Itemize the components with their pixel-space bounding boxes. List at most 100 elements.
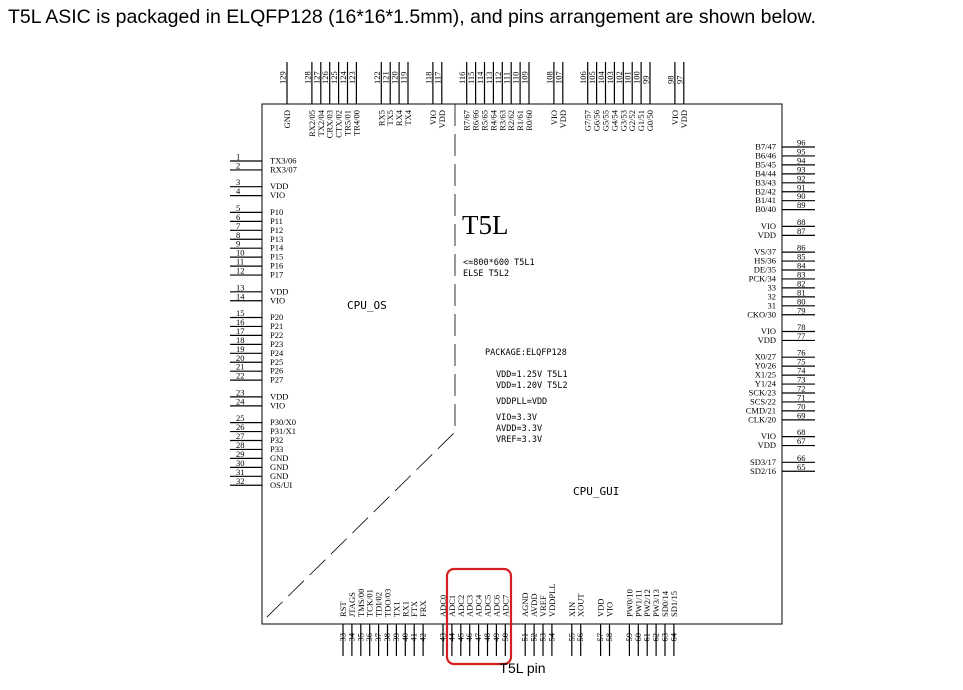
page-headline: T5L ASIC is packaged in ELQFP128 (16*16*…	[8, 6, 816, 28]
pin-label: TR4/00	[351, 110, 361, 136]
pin-label: RX3/07	[270, 164, 297, 174]
spec-avdd: AVDD=3.3V	[496, 424, 542, 434]
pin-number: 127	[311, 71, 321, 84]
pin-number: 12	[236, 266, 245, 276]
pin-label: RST	[338, 601, 348, 617]
pin-number: 100	[632, 71, 642, 84]
pin-label: VDD	[437, 110, 447, 128]
pin-label: 33	[768, 282, 777, 292]
pin-label: CMD/21	[746, 405, 776, 415]
pin-label: P15	[270, 252, 283, 262]
pin-number: 56	[575, 633, 585, 642]
cpu-os-label: CPU_OS	[347, 299, 387, 312]
pin-label: RX1	[400, 601, 410, 617]
pin-label: PCK/34	[749, 273, 777, 283]
pin-label: P33	[270, 444, 283, 454]
pin-label: GND	[270, 453, 288, 463]
pin-number: 48	[482, 633, 492, 642]
pin-number: 33	[338, 633, 348, 642]
pin-label: VDD	[270, 391, 288, 401]
pin-number: 63	[660, 633, 670, 642]
pin-number: 128	[302, 71, 312, 84]
pin-label: CTX/02	[334, 110, 344, 138]
pin-number: 129	[278, 71, 288, 84]
pin-label: VS/37	[754, 247, 776, 257]
pin-label: FRX	[418, 600, 428, 617]
pin-label: P22	[270, 330, 283, 340]
pin-label: VIO	[605, 602, 615, 617]
pin-number: 93	[797, 164, 806, 174]
pin-number: 32	[236, 476, 245, 486]
pin-number: 94	[797, 155, 806, 165]
pin-number: 102	[614, 71, 624, 84]
pin-label: DE/35	[754, 265, 776, 275]
pin-number: 20	[236, 353, 245, 363]
pin-number: 31	[236, 467, 245, 477]
pin-number: 46	[464, 633, 474, 642]
adc-highlight-box	[445, 567, 513, 666]
pin-number: 10	[236, 248, 245, 258]
pin-label: GND	[270, 462, 288, 472]
pin-number: 61	[642, 633, 652, 642]
pin-number: 125	[329, 71, 339, 84]
pin-label: PW0/10	[624, 589, 634, 617]
spec-vddpll: VDDPLL=VDD	[496, 397, 547, 407]
pin-number: 9	[236, 239, 240, 249]
pin-label: FTX	[409, 601, 419, 617]
pin-label: HS/36	[754, 256, 776, 266]
pin-number: 4	[236, 186, 241, 196]
pin-number: 17	[236, 326, 245, 336]
pin-number: 95	[797, 146, 806, 156]
pin-label: CKO/30	[747, 309, 776, 319]
pin-label: VIO	[549, 110, 559, 125]
pin-label: AGND	[520, 592, 530, 617]
pin-number: 54	[546, 632, 556, 641]
pin-label: VIO	[428, 110, 438, 125]
pin-label: G6/56	[592, 110, 602, 131]
pin-number: 106	[578, 71, 588, 84]
pin-label: B1/41	[755, 195, 776, 205]
pin-label: X0/27	[755, 352, 776, 362]
pin-number: 59	[624, 633, 634, 642]
pin-label: B6/46	[755, 150, 776, 160]
pin-label: P21	[270, 321, 283, 331]
region-divider	[263, 104, 456, 621]
pin-label: B5/45	[755, 159, 776, 169]
chip-title: T5L	[462, 210, 509, 240]
pin-number: 96	[797, 138, 806, 148]
pin-label: VDD	[270, 286, 288, 296]
pin-label: TX1	[391, 601, 401, 617]
pin-label: G4/54	[609, 109, 619, 131]
pin-number: 75	[797, 357, 806, 367]
pin-label: R0/60	[524, 110, 534, 131]
pin-label: TX3/06	[270, 156, 296, 166]
pin-number: 68	[797, 427, 806, 437]
pin-label: ADC2	[456, 595, 466, 617]
pin-label: P30/X0	[270, 417, 296, 427]
pin-label: VIO	[761, 326, 776, 336]
pin-label: CRX/03	[325, 110, 335, 138]
pin-number: 22	[236, 371, 245, 381]
pin-number: 86	[797, 243, 806, 253]
pin-label: B4/44	[755, 168, 777, 178]
pin-number: 83	[797, 269, 806, 279]
pin-number: 15	[236, 308, 245, 318]
pin-label: P10	[270, 207, 283, 217]
pin-label: SD2/16	[750, 466, 776, 476]
pin-label: VDD	[596, 599, 606, 617]
pin-label: R2/62	[506, 110, 516, 131]
pin-number: 45	[455, 633, 465, 642]
pin-number: 80	[797, 296, 806, 306]
pin-label: AVDD	[529, 594, 539, 617]
pin-number: 49	[491, 633, 501, 642]
pin-number: 67	[797, 436, 806, 446]
pin-label: P20	[270, 312, 283, 322]
pin-label: TX2/04	[316, 109, 326, 136]
pin-number: 101	[623, 71, 633, 84]
pin-number: 21	[236, 362, 245, 372]
pin-label: G1/51	[636, 110, 646, 131]
pin-label: R3/63	[497, 110, 507, 131]
pin-number: 27	[236, 431, 245, 441]
